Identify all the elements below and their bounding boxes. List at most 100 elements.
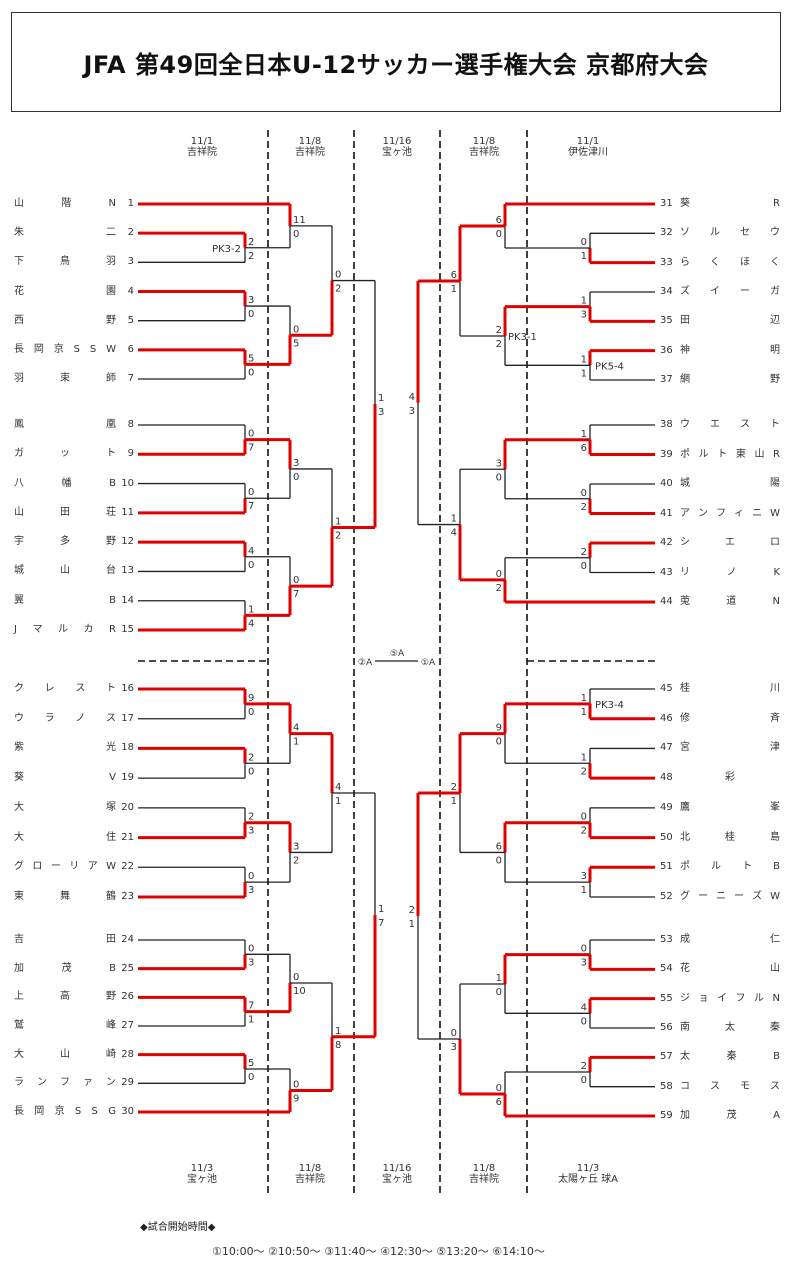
team-name-char: く — [770, 256, 780, 268]
team-name: 鷹峯 — [680, 801, 780, 815]
team-name-char: 崎 — [106, 1048, 116, 1060]
team-name-char: B — [773, 861, 780, 873]
team-name-char: コ — [680, 1080, 690, 1092]
score-label: 0 — [248, 871, 254, 882]
team-name-char: 加 — [14, 962, 24, 974]
score-label: 4 — [248, 546, 254, 557]
team-name-char: ト — [106, 448, 116, 460]
round-venue: 宝ヶ池 — [382, 147, 412, 158]
score-label: 1 — [378, 393, 384, 404]
team-name-char: 宇 — [14, 536, 24, 548]
team-name-char: 大 — [14, 1048, 24, 1060]
score-label: 0 — [293, 229, 299, 240]
team-name-char: ト — [717, 448, 728, 460]
round-venue: 太陽ヶ丘 球A — [557, 1174, 619, 1185]
team-name: コスモス — [680, 1080, 780, 1094]
team-name-char: 莵 — [680, 596, 690, 607]
team-name: 西野 — [14, 314, 116, 328]
team-name-char: 階 — [61, 198, 72, 209]
team-seed-number: 17 — [121, 712, 134, 724]
team-name-char: 花 — [14, 285, 24, 297]
team-name-char: ア — [680, 507, 690, 519]
team-name-char: 網 — [680, 374, 690, 385]
score-label: 0 — [581, 561, 587, 572]
team-name-char: 鳥 — [60, 256, 70, 268]
score-label: 2 — [496, 583, 502, 594]
team-entry: 花園 4 — [14, 285, 134, 299]
score-label: 2 — [248, 237, 254, 248]
team-seed-number: 34 — [660, 286, 673, 297]
team-name-char: 桂 — [725, 831, 735, 843]
team-seed-number: 4 — [127, 285, 134, 297]
team-name: 修斉 — [680, 712, 780, 726]
team-seed-number: 45 — [660, 683, 673, 694]
round-date: 11/3 — [576, 1163, 600, 1174]
team-name-char: 鶴 — [106, 891, 116, 902]
team-name-char: エ — [725, 537, 735, 548]
team-name: 大塚 — [14, 801, 116, 815]
score-label: 1 — [335, 796, 341, 807]
team-name-char: 京 — [54, 1106, 65, 1117]
round-venue: 吉祥院 — [295, 147, 325, 158]
score-label: 6 — [496, 215, 502, 226]
team-name-char: 岡 — [33, 343, 44, 355]
team-name: 大住 — [14, 831, 116, 845]
team-name-char: 神 — [680, 344, 690, 356]
team-name-char: 島 — [770, 831, 780, 843]
score-label: 1 — [293, 737, 299, 748]
round-venue: 宝ヶ池 — [382, 1174, 412, 1185]
score-label: 1 — [496, 973, 502, 984]
team-name-char: ル — [698, 448, 709, 460]
team-name: 北桂島 — [680, 831, 780, 845]
team-name: 大山崎 — [14, 1048, 116, 1062]
team-seed-number: 55 — [660, 992, 673, 1004]
score-label: 1 — [335, 1026, 341, 1037]
team-seed-number: 33 — [660, 256, 673, 268]
round-date: 11/8 — [472, 1163, 496, 1174]
team-name-char: レ — [44, 683, 55, 694]
score-label: 3 — [293, 841, 299, 852]
team-name: 花園 — [14, 285, 116, 299]
team-name-char: 陽 — [770, 478, 780, 489]
score-label: 1 — [581, 368, 587, 379]
team-name-char: 幡 — [61, 477, 72, 489]
team-name-char: 下 — [14, 256, 24, 268]
team-name-char: ル — [710, 227, 720, 239]
schedule-title: ◆試合開始時間◆ — [140, 1222, 216, 1233]
team-name: 吉田 — [14, 933, 116, 947]
team-seed-number: 39 — [660, 448, 673, 460]
team-name-char: N — [108, 198, 116, 209]
score-label: 2 — [581, 826, 587, 837]
page-title: JFA 第49回全日本U-12サッカー選手権大会 京都府大会 — [83, 50, 709, 79]
score-label: 3 — [496, 458, 502, 469]
team-name-char: 京 — [53, 343, 64, 355]
team-name-char: 茂 — [726, 1110, 737, 1121]
team-name-char: ル — [711, 861, 722, 873]
team-name-char: ウ — [770, 227, 780, 239]
team-name-char: 高 — [60, 991, 70, 1003]
team-seed-number: 20 — [121, 801, 134, 813]
team-name-char: ン — [37, 1077, 47, 1089]
team-name-char: B — [109, 477, 116, 489]
score-label: 0 — [293, 472, 299, 483]
team-name-char: 茂 — [61, 962, 72, 974]
team-name: 紫光 — [14, 741, 116, 755]
team-name-char: く — [710, 256, 720, 268]
score-label: 1 — [378, 904, 384, 915]
score-label: 1 — [581, 429, 587, 440]
